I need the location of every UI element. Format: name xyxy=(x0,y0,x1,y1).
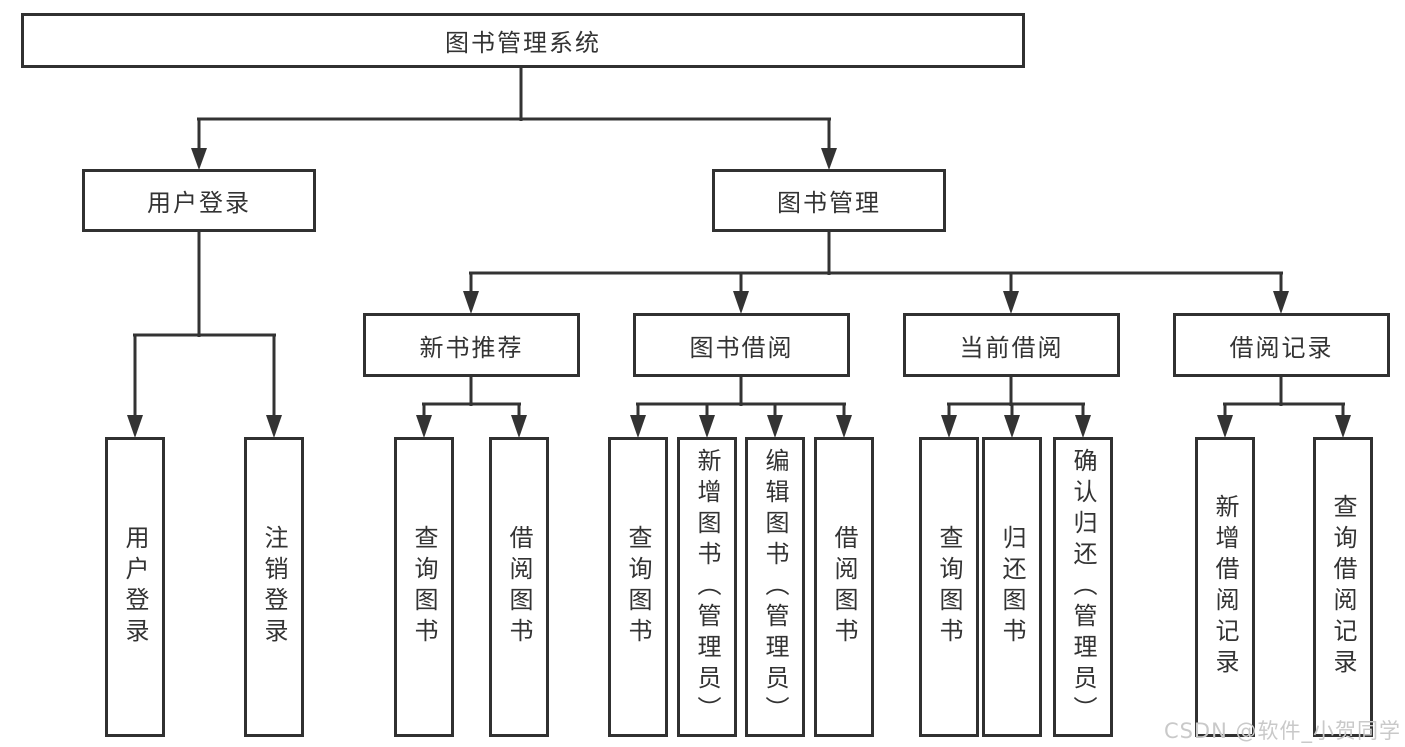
leaf-label: 查询借阅记录 xyxy=(1329,494,1357,680)
node-current-borrowing: 当前借阅 xyxy=(903,313,1120,377)
leaf-current-confirm-return-admin: 确认归还（管理员） xyxy=(1053,437,1113,737)
leaf-logout-login: 注销登录 xyxy=(244,437,304,737)
leaf-label: 借阅图书 xyxy=(505,525,533,649)
node-label: 图书借阅 xyxy=(689,333,794,362)
leaf-label: 查询图书 xyxy=(935,525,963,649)
leaf-user-login: 用户登录 xyxy=(105,437,165,737)
leaf-borrowing-add-books-admin: 新增图书（管理员） xyxy=(677,437,737,737)
node-new-book-recommendation: 新书推荐 xyxy=(363,313,580,377)
node-label: 借阅记录 xyxy=(1229,333,1334,362)
leaf-records-add-borrow-record: 新增借阅记录 xyxy=(1195,437,1255,737)
node-label: 用户登录 xyxy=(147,189,251,217)
leaf-label: 查询图书 xyxy=(624,525,652,649)
node-borrowing-records: 借阅记录 xyxy=(1173,313,1390,377)
leaf-recommend-query-books: 查询图书 xyxy=(394,437,454,737)
leaf-records-query-borrow-record: 查询借阅记录 xyxy=(1313,437,1373,737)
leaf-label: 注销登录 xyxy=(260,525,288,649)
node-label: 图书管理系统 xyxy=(445,29,601,57)
leaf-label: 新增借阅记录 xyxy=(1211,494,1239,680)
leaf-label: 查询图书 xyxy=(410,525,438,649)
node-library-management-system: 图书管理系统 xyxy=(21,13,1025,68)
leaf-borrowing-borrow-books: 借阅图书 xyxy=(814,437,874,737)
node-book-management: 图书管理 xyxy=(712,169,946,232)
leaf-current-query-books: 查询图书 xyxy=(919,437,979,737)
node-label: 当前借阅 xyxy=(959,333,1064,362)
leaf-label: 编辑图书（管理员） xyxy=(761,447,789,727)
leaf-recommend-borrow-books: 借阅图书 xyxy=(489,437,549,737)
leaf-label: 归还图书 xyxy=(998,525,1026,649)
watermark-text: CSDN @软件_小贺同学 xyxy=(1163,719,1401,743)
leaf-label: 借阅图书 xyxy=(830,525,858,649)
node-label: 新书推荐 xyxy=(419,333,524,362)
leaf-label: 新增图书（管理员） xyxy=(693,447,721,727)
leaf-label: 确认归还（管理员） xyxy=(1069,447,1097,727)
node-user-login: 用户登录 xyxy=(82,169,316,232)
leaf-label: 用户登录 xyxy=(121,525,149,649)
leaf-borrowing-query-books: 查询图书 xyxy=(608,437,668,737)
node-book-borrowing: 图书借阅 xyxy=(633,313,850,377)
leaf-current-return-books: 归还图书 xyxy=(982,437,1042,737)
node-label: 图书管理 xyxy=(777,189,881,217)
leaf-borrowing-edit-books-admin: 编辑图书（管理员） xyxy=(745,437,805,737)
